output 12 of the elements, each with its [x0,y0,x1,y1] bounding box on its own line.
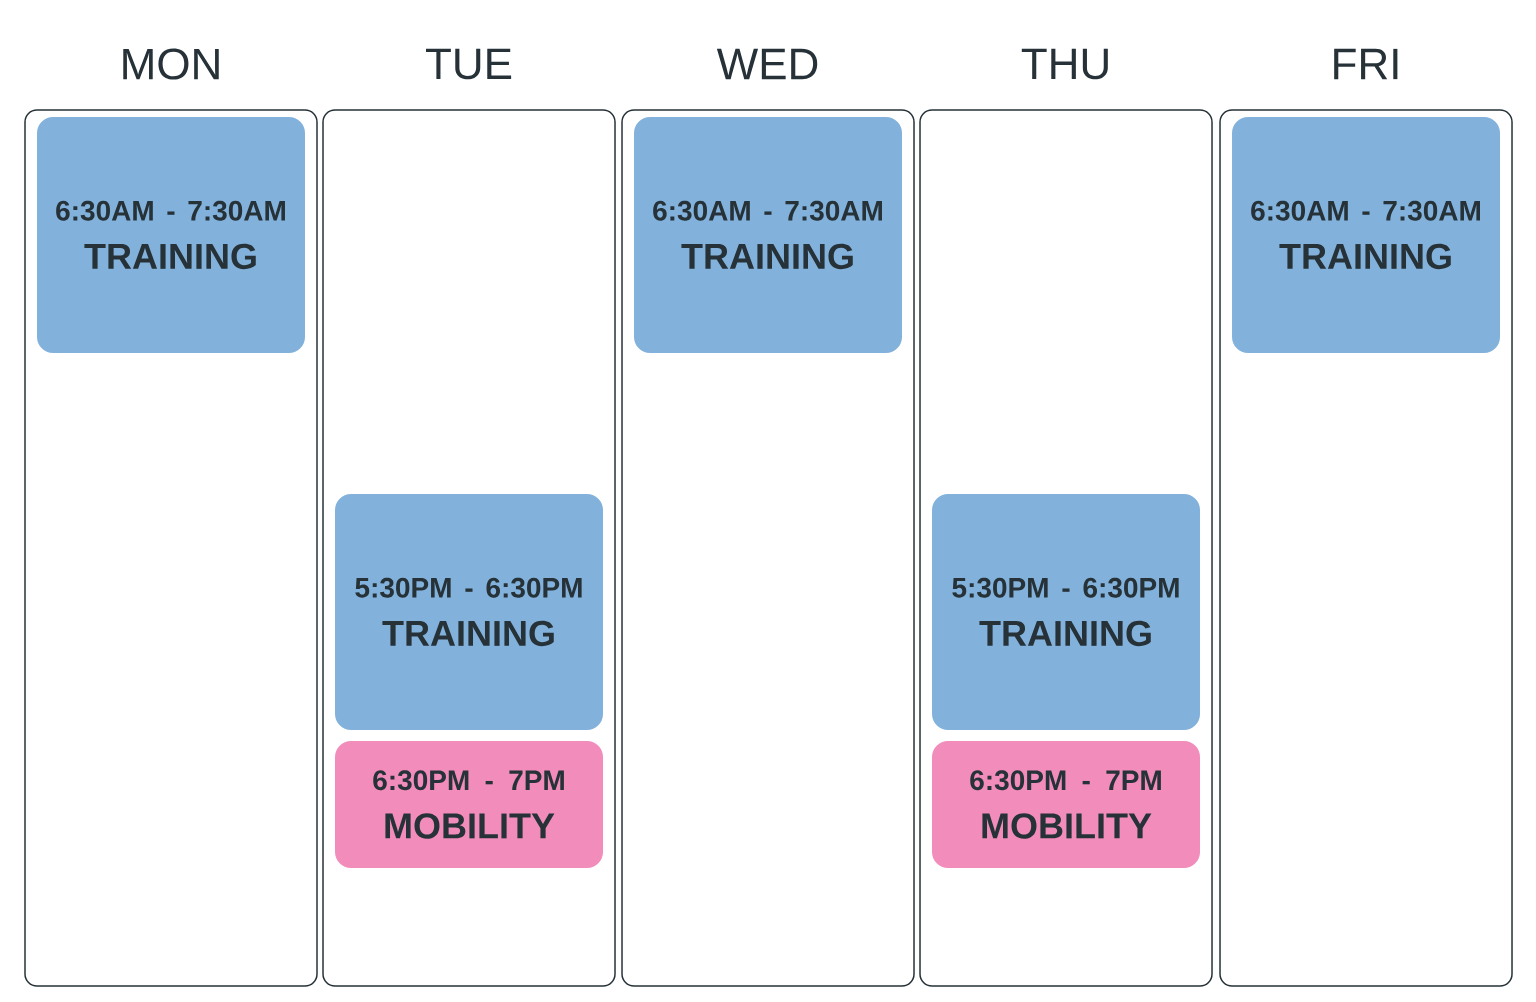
day-heading: FRI [1334,48,1398,80]
day-heading: THU [1021,48,1108,80]
day-heading: WED [716,48,818,80]
event-box: 6:30AM - 7:30AM TRAINING [634,117,902,353]
event-box: 6:30AM - 7:30AM TRAINING [1232,117,1500,353]
event-box: 6:30AM - 7:30AM TRAINING [37,117,305,353]
event-box: 5:30PM - 6:30PM TRAINING [335,494,603,730]
day-heading: MON [123,48,219,80]
event-box: 6:30PM - 7PM MOBILITY [932,741,1200,868]
day-heading: TUE [426,48,512,80]
event-box: 5:30PM - 6:30PM TRAINING [932,494,1200,730]
event-box: 6:30PM - 7PM MOBILITY [335,741,603,868]
